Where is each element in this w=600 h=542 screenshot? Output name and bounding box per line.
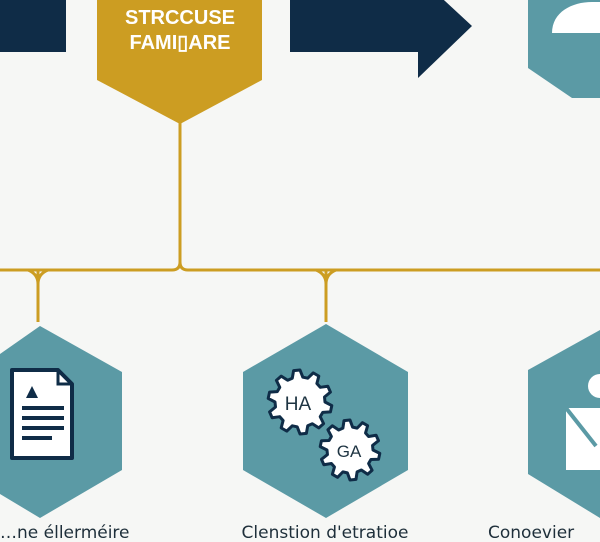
- node-left: [0, 326, 122, 518]
- caption-left: …ne éllerméire: [0, 524, 130, 542]
- connector-lines: [0, 120, 600, 322]
- gold-hexagon: [97, 0, 262, 124]
- navy-connector-bar-left: [0, 0, 66, 52]
- gear-label-ga: GA: [337, 442, 362, 461]
- navy-arrow-right: [290, 0, 472, 78]
- teal-hexagon-center: [243, 324, 408, 518]
- person-icon: [564, 374, 600, 470]
- caption-right: Conoevier: [488, 524, 575, 542]
- top-node: STRCCUSE FAMI▯ARE: [97, 0, 262, 124]
- helmet-icon: [552, 2, 600, 33]
- gear-label-ha: HA: [285, 394, 312, 415]
- node-center: HA GA: [243, 324, 408, 518]
- document-icon: [10, 368, 74, 460]
- gear-icon-ha: [266, 368, 334, 436]
- gear-center: [330, 430, 370, 470]
- connector-forks: [27, 268, 337, 285]
- gear-icon-ga: [318, 418, 382, 482]
- node-right: [528, 330, 600, 518]
- top-node-line1: STRCCUSE: [125, 7, 235, 29]
- gear-center: [278, 380, 322, 424]
- caption-center: Clenstion d'etratioe: [241, 524, 409, 542]
- teal-hexagon-right: [528, 330, 600, 518]
- top-node-line2: FAMI▯ARE: [129, 32, 230, 54]
